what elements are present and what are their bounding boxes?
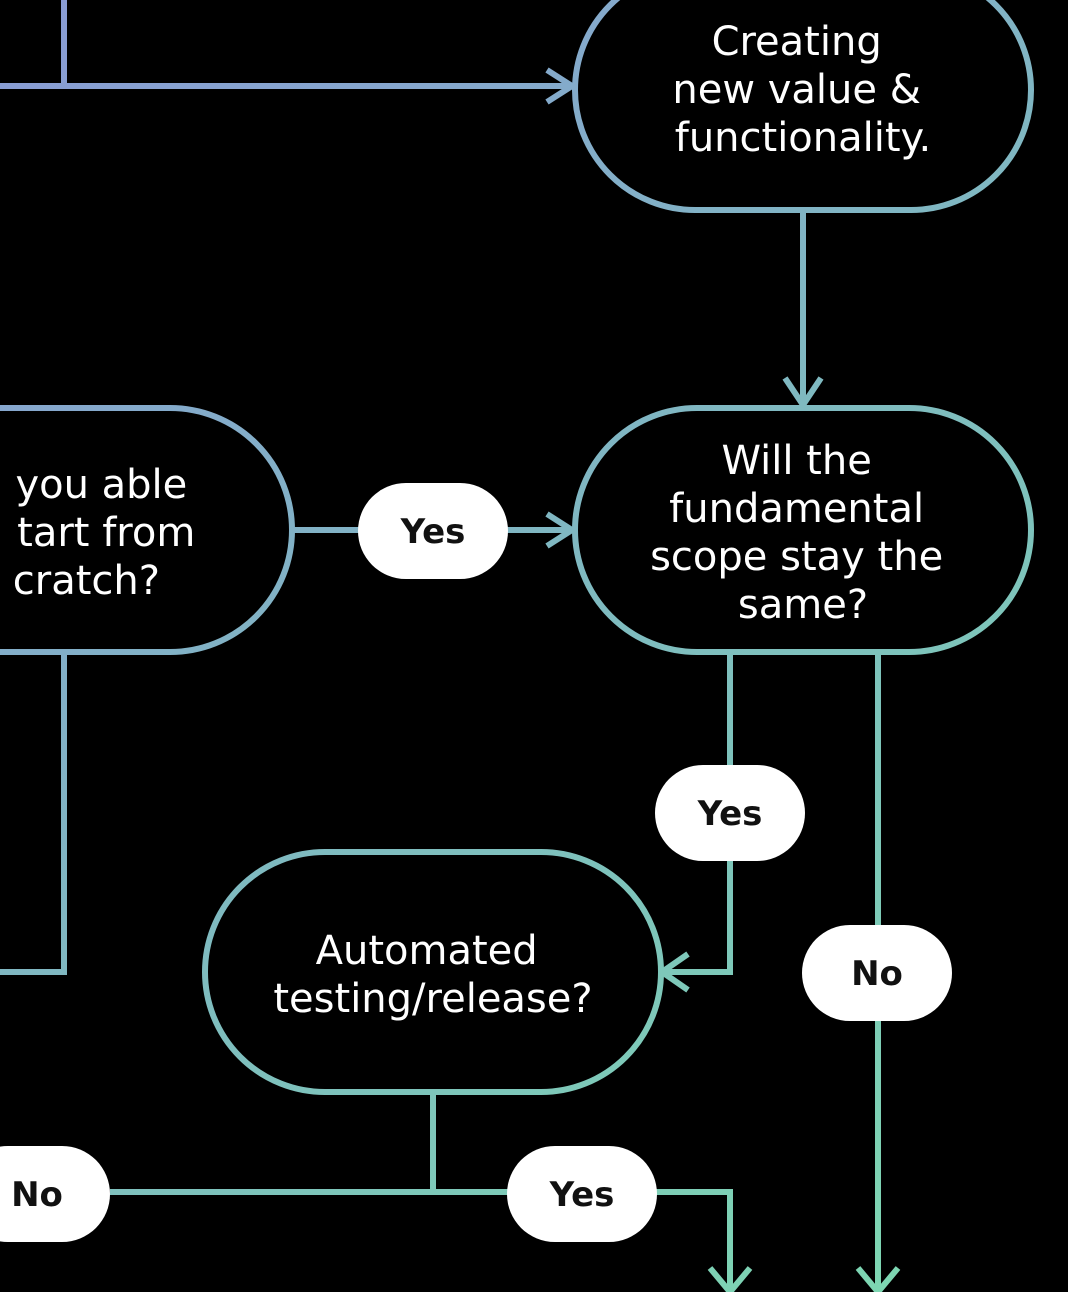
node-creating-line: functionality. — [675, 115, 932, 161]
pill-yes-scope-to-automated-text: Yes — [697, 794, 763, 834]
node-scope-text: Will the fundamental scope stay the same… — [650, 438, 956, 628]
connector-scope-to-automated — [662, 652, 733, 975]
node-scratch-line: you able — [15, 462, 187, 508]
pill-no-automated-text: No — [11, 1175, 63, 1215]
node-scratch — [0, 405, 295, 655]
node-automated — [202, 849, 664, 1095]
node-scope-line: Will the — [721, 438, 871, 484]
node-creating — [572, 0, 1034, 213]
node-creating-text: Creating new value & functionality. — [672, 19, 933, 161]
pill-yes-automated: Yes — [507, 1146, 657, 1242]
pill-no-automated: No — [0, 1146, 110, 1242]
node-automated-line: testing/release? — [273, 976, 592, 1022]
node-automated-text: Automated testing/release? — [273, 928, 592, 1022]
node-scope-line: scope stay the — [650, 534, 943, 580]
node-automated-line: Automated — [316, 928, 538, 974]
node-scope-line: fundamental — [669, 486, 924, 532]
arrowhead-scope-no-down — [855, 1266, 901, 1292]
pill-yes-scratch-to-scope-text: Yes — [400, 512, 466, 552]
connector-top-to-creating — [0, 0, 572, 89]
node-scope-line: same? — [738, 582, 868, 628]
node-scratch-line: cratch? — [13, 558, 160, 604]
arrowhead-into-creating — [545, 67, 578, 105]
pill-no-scope-text: No — [851, 954, 903, 994]
node-creating-line: new value & — [672, 67, 921, 113]
pill-yes-scratch-to-scope: Yes — [358, 483, 508, 579]
pill-no-scope: No — [802, 925, 952, 1021]
node-scratch-line: tart from — [17, 510, 195, 556]
node-creating-line: Creating — [712, 19, 882, 65]
node-scratch-text: you able tart from cratch? — [13, 462, 208, 604]
pill-yes-scope-to-automated: Yes — [655, 765, 805, 861]
pill-yes-automated-text: Yes — [549, 1175, 615, 1215]
arrowhead-automated-yes-down — [707, 1266, 753, 1292]
connector-automated-branches — [110, 1189, 733, 1292]
node-scope — [572, 405, 1034, 655]
connector-scratch-down — [0, 652, 67, 975]
